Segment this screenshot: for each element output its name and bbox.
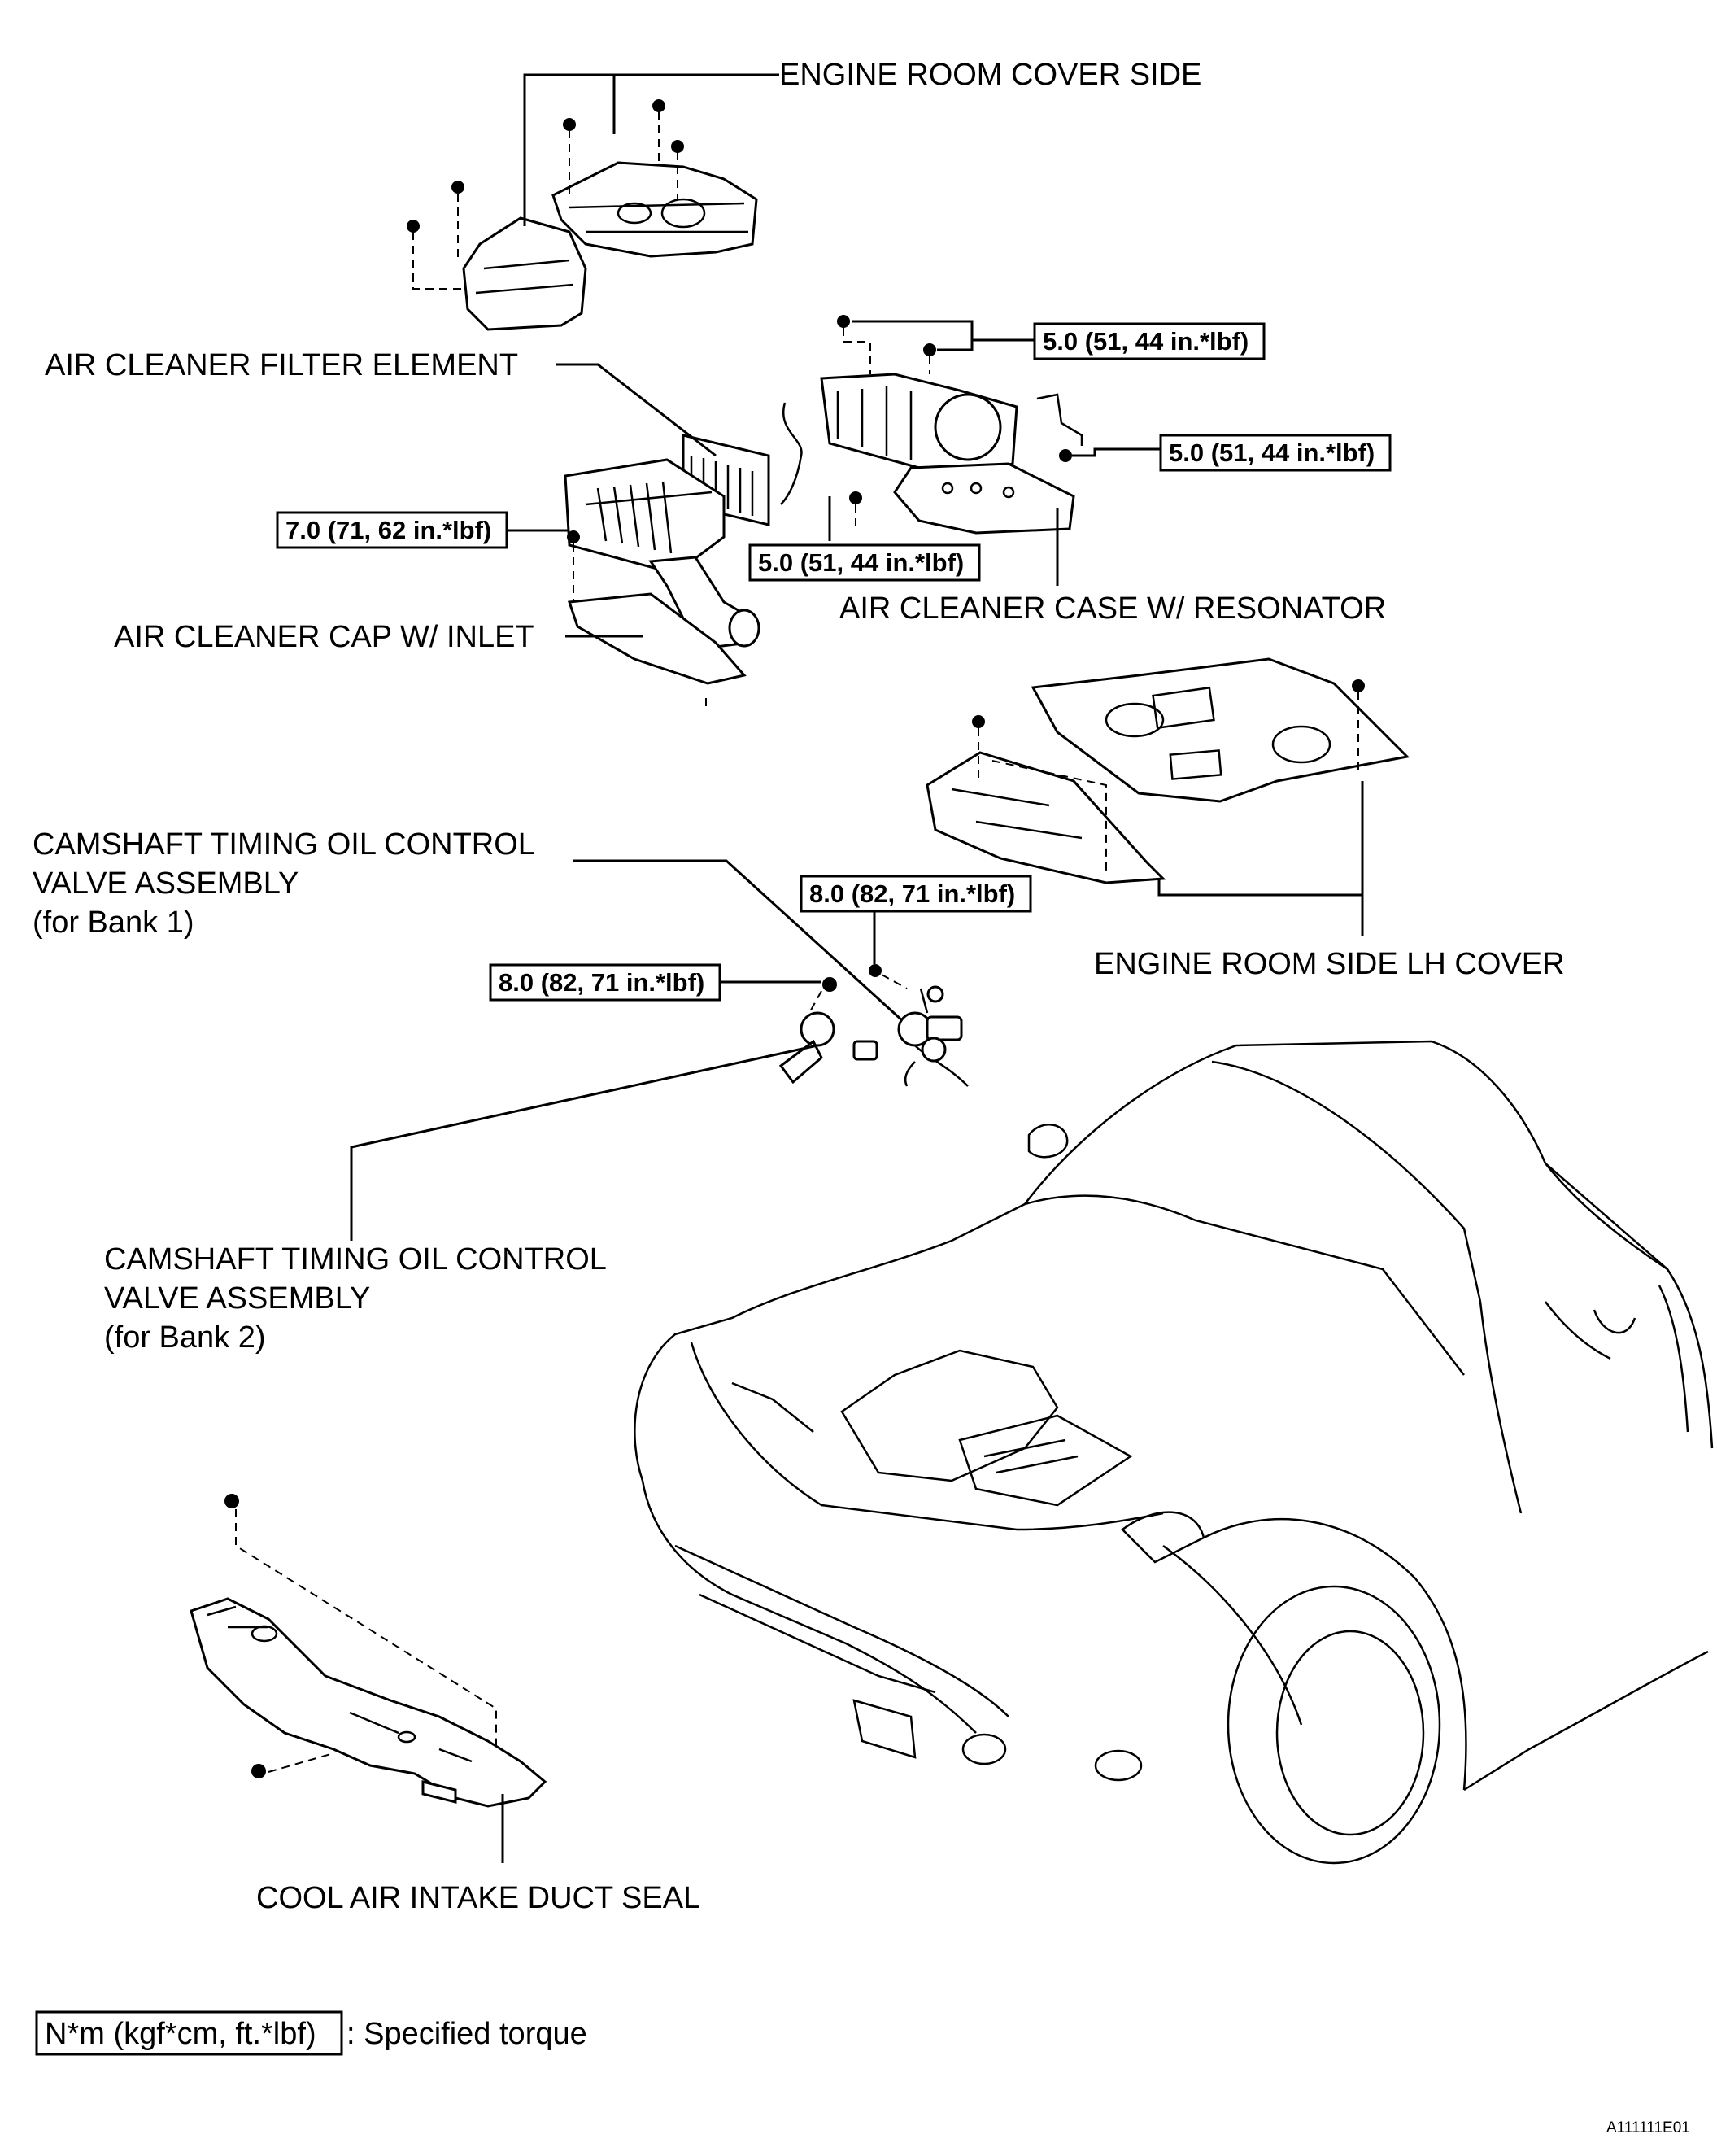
torque-box-case-right: 5.0 (51, 44 in.*lbf) — [1159, 434, 1392, 472]
label-camshaft-bank2-line1: CAMSHAFT TIMING OIL CONTROL — [104, 1242, 607, 1277]
cover-side-bolts — [407, 99, 684, 290]
ocv-bank2-part — [778, 977, 947, 1087]
figure-code: A111111E01 — [1606, 2119, 1690, 2136]
torque-box-cap: 7.0 (71, 62 in.*lbf) — [276, 511, 508, 549]
lh-cover-bolts — [972, 679, 1365, 875]
label-camshaft-bank1-line3: (for Bank 1) — [33, 906, 194, 940]
svg-text:7.0 (71, 62 in.*lbf): 7.0 (71, 62 in.*lbf) — [285, 516, 491, 544]
torque-box-ocv-bank2: 8.0 (82, 71 in.*lbf) — [489, 963, 721, 1002]
air-cleaner-case-part — [780, 373, 1083, 535]
torque-legend: N*m (kgf*cm, ft.*lbf) : Specified torque — [35, 2010, 587, 2056]
label-camshaft-bank1-line2: VALVE ASSEMBLY — [33, 866, 299, 901]
cover-side-leader — [523, 73, 779, 226]
cool-air-intake-duct-seal-part — [190, 1494, 547, 1808]
torque-box-case-top: 5.0 (51, 44 in.*lbf) — [1033, 322, 1266, 360]
lh-cover-leader — [1157, 781, 1364, 936]
air-cleaner-cap-part — [564, 458, 760, 685]
svg-text:5.0 (51, 44 in.*lbf): 5.0 (51, 44 in.*lbf) — [758, 548, 964, 577]
label-air-cleaner-cap: AIR CLEANER CAP W/ INLET — [114, 620, 534, 654]
label-engine-room-side-lh-cover: ENGINE ROOM SIDE LH COVER — [1094, 947, 1565, 981]
label-camshaft-bank2-line3: (for Bank 2) — [104, 1320, 266, 1355]
svg-text:5.0 (51, 44 in.*lbf): 5.0 (51, 44 in.*lbf) — [1169, 439, 1375, 467]
ocv-bank1-part — [869, 964, 969, 1087]
filter-element-leader — [556, 363, 717, 457]
label-cool-air-intake-duct-seal: COOL AIR INTAKE DUCT SEAL — [256, 1881, 700, 1915]
vehicle-front-illustration — [634, 1040, 1714, 1865]
case-leaders — [828, 320, 1161, 586]
bank1-leader — [573, 859, 904, 1023]
label-air-cleaner-case: AIR CLEANER CASE W/ RESONATOR — [839, 591, 1386, 626]
torque-box-case-bottom: 5.0 (51, 44 in.*lbf) — [748, 543, 981, 582]
label-camshaft-bank1-line1: CAMSHAFT TIMING OIL CONTROL — [33, 827, 535, 862]
label-engine-room-cover-side: ENGINE ROOM COVER SIDE — [779, 58, 1201, 92]
case-bolts — [837, 315, 1072, 529]
engine-room-side-lh-cover-part — [926, 657, 1410, 884]
svg-text:5.0 (51, 44 in.*lbf): 5.0 (51, 44 in.*lbf) — [1043, 327, 1249, 356]
engine-room-cover-side-part — [462, 161, 758, 331]
bank2-leader — [350, 1044, 818, 1241]
svg-text:8.0 (82, 71 in.*lbf): 8.0 (82, 71 in.*lbf) — [809, 879, 1015, 908]
svg-text:8.0 (82, 71 in.*lbf): 8.0 (82, 71 in.*lbf) — [499, 968, 704, 997]
cap-bolt — [567, 530, 580, 543]
legend-unit: N*m (kgf*cm, ft.*lbf) — [45, 2017, 316, 2051]
legend-meaning: : Specified torque — [346, 2017, 587, 2051]
label-air-cleaner-filter-element: AIR CLEANER FILTER ELEMENT — [45, 348, 518, 382]
torque-box-ocv-bank1: 8.0 (82, 71 in.*lbf) — [800, 875, 1032, 913]
label-camshaft-bank2-line2: VALVE ASSEMBLY — [104, 1281, 370, 1316]
